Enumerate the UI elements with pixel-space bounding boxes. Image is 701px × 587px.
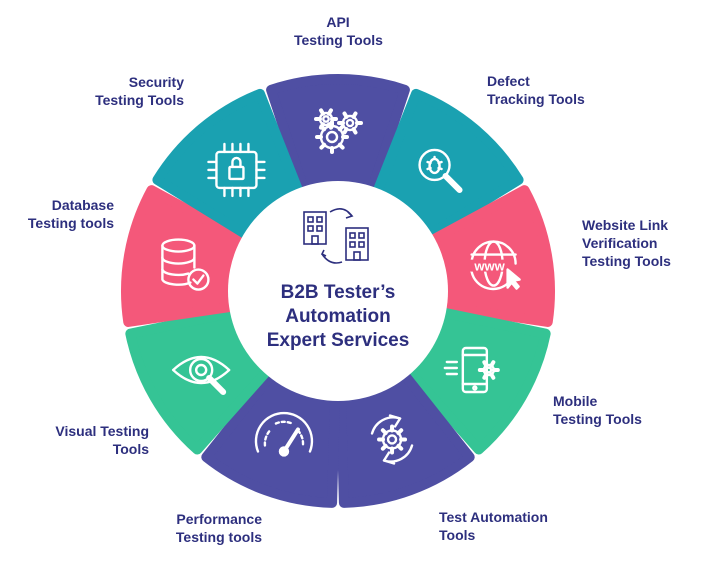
label-line: Database (51, 197, 114, 213)
label-line: Testing Tools (582, 253, 671, 269)
label-line: Verification (582, 235, 658, 251)
label-line: Testing tools (175, 529, 262, 545)
label-line: Testing Tools (553, 411, 642, 427)
label-api: API Testing Tools (294, 13, 383, 49)
center-title: B2B Tester’s Automation Expert Services (238, 281, 438, 353)
label-line: Security (128, 74, 184, 90)
label-visual: Visual Testing Tools (39, 422, 149, 458)
speedometer-icon (254, 411, 314, 457)
label-security: Security Testing Tools (84, 73, 184, 109)
www-globe-cursor-icon: www (469, 240, 521, 291)
buildings-exchange-icon (303, 208, 369, 264)
eye-magnifier-icon (171, 355, 231, 395)
label-database: Database Testing tools (16, 196, 114, 232)
label-line: Testing Tools (294, 32, 383, 48)
label-line: Defect (487, 73, 530, 89)
label-line: Test Automation (439, 509, 548, 525)
label-line: Visual Testing (55, 423, 149, 439)
label-website: Website Link Verification Testing Tools (582, 216, 671, 270)
label-performance: Performance Testing tools (162, 510, 262, 546)
mobile-gear-icon (443, 346, 500, 394)
center-title-line: Expert Services (266, 330, 410, 351)
bug-magnifier-icon (418, 148, 463, 193)
label-line: Website Link (582, 217, 669, 233)
label-line: Tools (112, 441, 149, 457)
center-title-line: B2B Tester’s (280, 282, 396, 303)
center-circle (228, 181, 448, 401)
label-line: Mobile (553, 393, 598, 409)
label-automation: Test Automation Tools (439, 508, 548, 544)
label-defect: Defect Tracking Tools (487, 72, 585, 108)
label-line: Tools (439, 527, 476, 543)
center-title-line: Automation (285, 306, 391, 327)
label-line: Performance (176, 511, 262, 527)
label-line: Testing tools (27, 215, 114, 231)
database-check-icon (161, 238, 210, 291)
chip-lock-icon (207, 142, 266, 198)
svg-text:www: www (473, 259, 505, 274)
label-line: Testing Tools (95, 92, 184, 108)
gears-icon (314, 108, 363, 154)
label-line: Tracking Tools (487, 91, 585, 107)
label-line: API (326, 14, 350, 30)
cycle-gear-icon (370, 414, 414, 465)
label-mobile: Mobile Testing Tools (553, 392, 642, 428)
